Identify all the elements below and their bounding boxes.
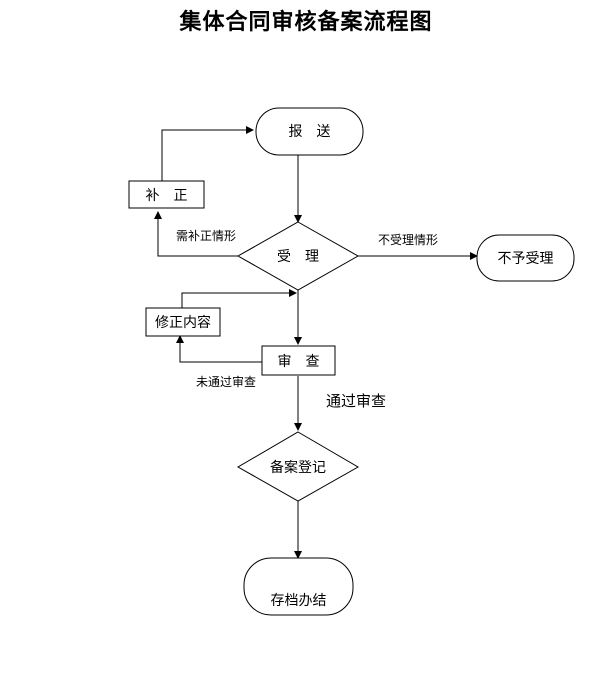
edge-revise-to-review	[181, 289, 297, 308]
node-supplement-label: 补 正	[146, 188, 188, 204]
node-submit-label: 报 送	[289, 124, 331, 140]
edge-accept-to-supplement	[154, 211, 238, 257]
node-review: 审 查	[261, 345, 336, 376]
node-supplement: 补 正	[128, 180, 205, 209]
node-register-label: 备案登记	[270, 459, 326, 476]
edge-label-not-accepted: 不受理情形	[378, 233, 438, 247]
node-revise-label: 修正内容	[155, 314, 211, 331]
node-accept-label: 受 理	[277, 249, 319, 265]
node-accept: 受 理	[236, 221, 360, 291]
edge-label-need-supplement: 需补正情形	[176, 229, 236, 243]
node-archive-label: 存档办结	[271, 593, 327, 609]
node-archive: 存档办结	[243, 557, 354, 616]
node-reject: 不予受理	[476, 234, 575, 282]
node-submit: 报 送	[255, 107, 364, 156]
node-review-label: 审 查	[278, 354, 320, 370]
edge-supplement-to-submit	[161, 126, 254, 181]
node-revise: 修正内容	[145, 307, 221, 337]
edge-label-review-failed: 未通过审查	[196, 374, 256, 389]
edge-label-review-passed: 通过审查	[326, 392, 386, 410]
node-register: 备案登记	[236, 431, 360, 502]
node-reject-label: 不予受理	[498, 251, 554, 267]
page-title: 集体合同审核备案流程图	[179, 10, 433, 35]
edge-review-to-revise	[176, 335, 262, 363]
